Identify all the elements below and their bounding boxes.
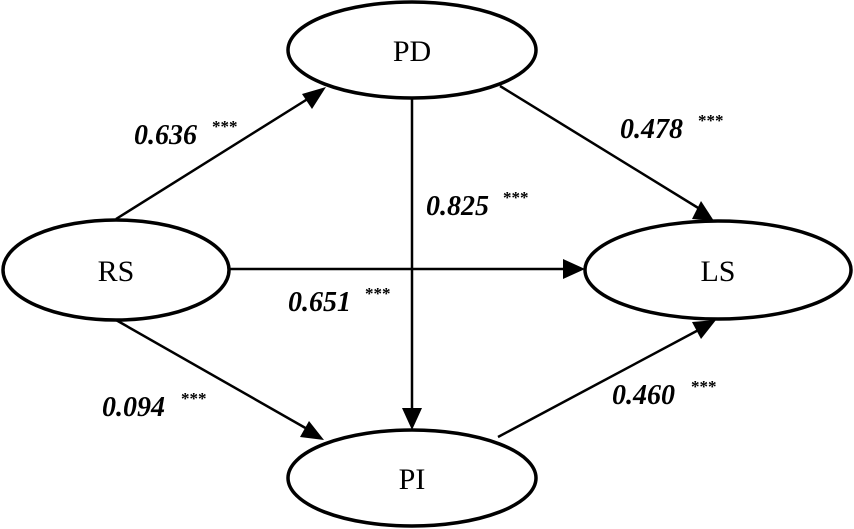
coef-rs-pi-value: 0.094: [102, 392, 165, 423]
coef-pi-ls-sig: ***: [691, 377, 717, 396]
edges: [115, 84, 716, 440]
coef-pd-ls: 0.478 ***: [620, 111, 724, 145]
coef-rs-pi: 0.094 ***: [102, 389, 207, 423]
coef-pd-ls-sig: ***: [698, 111, 724, 130]
coef-rs-pd-value: 0.636: [134, 120, 197, 151]
coef-rs-pd-sig: ***: [212, 117, 238, 136]
node-ls-label: LS: [700, 255, 735, 288]
node-ls: LS: [583, 219, 853, 321]
node-pi-ellipse: [286, 428, 538, 528]
node-rs-ellipse: [1, 218, 231, 322]
edge-rs-pi: [115, 318, 317, 436]
arrowhead-rs-pd: [302, 87, 326, 109]
arrowhead-rs-pi: [300, 421, 324, 440]
node-pi-label: PI: [399, 463, 426, 496]
coef-pd-ls-value: 0.478: [620, 114, 683, 145]
node-ls-ellipse: [583, 219, 853, 321]
coef-rs-pd: 0.636 ***: [134, 117, 238, 151]
arrowhead-rs-ls: [563, 259, 585, 279]
node-pi: PI: [286, 428, 538, 528]
edge-pd-ls: [499, 84, 709, 216]
edge-pi-ls: [497, 324, 707, 439]
node-rs: RS: [1, 218, 231, 322]
coef-pd-pi-value: 0.825: [426, 191, 489, 222]
node-pd: PD: [286, 0, 538, 100]
arrowhead-pd-pi: [402, 408, 422, 430]
coef-rs-pi-sig: ***: [181, 389, 207, 408]
coef-pd-pi: 0.825 ***: [426, 188, 529, 222]
coef-rs-ls-sig: ***: [365, 284, 391, 303]
coef-pi-ls-value: 0.460: [612, 380, 675, 411]
node-pd-label: PD: [393, 35, 431, 68]
node-pd-ellipse: [286, 0, 538, 100]
arrowhead-pi-ls: [692, 320, 716, 339]
coef-rs-ls: 0.651 ***: [288, 284, 391, 318]
coef-pi-ls: 0.460 ***: [612, 377, 717, 411]
arrowhead-pd-ls: [692, 201, 714, 221]
coef-rs-ls-value: 0.651: [288, 287, 351, 318]
node-rs-label: RS: [98, 255, 135, 288]
edge-rs-pd: [115, 88, 323, 221]
coef-pd-pi-sig: ***: [503, 188, 529, 207]
